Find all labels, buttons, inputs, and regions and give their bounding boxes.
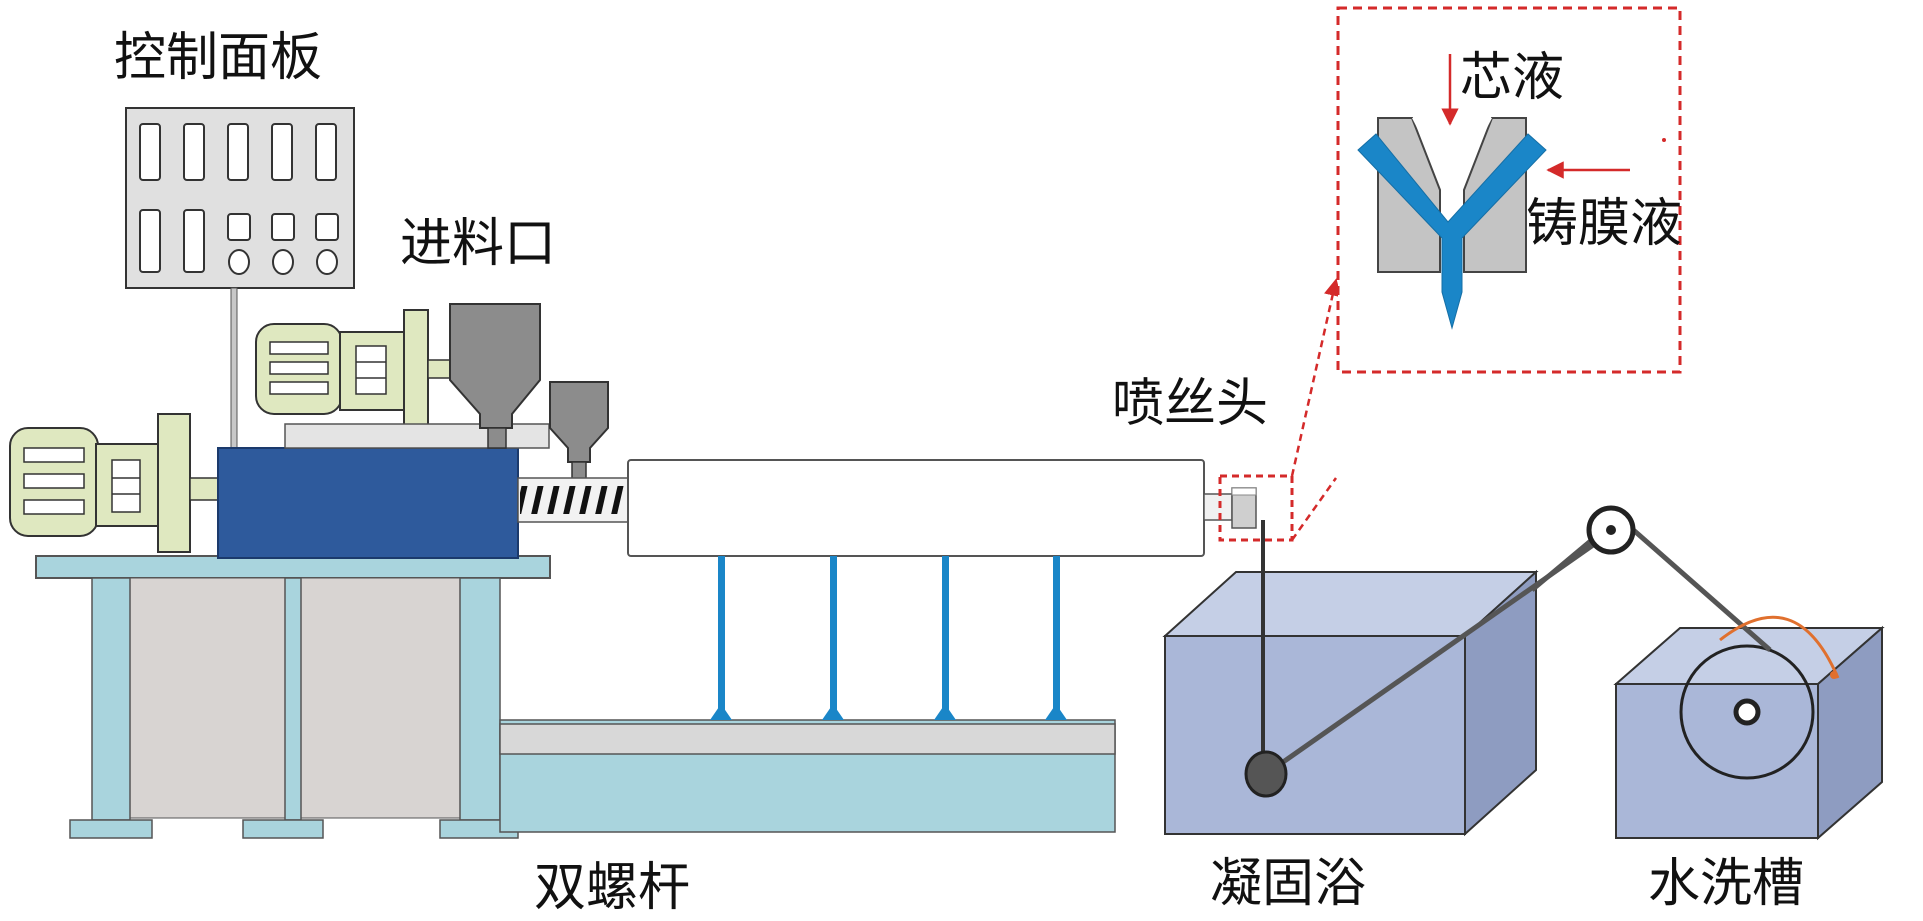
spinneret-cross-section-inset: [1336, 6, 1682, 374]
label-spinneret: 喷丝头: [1112, 374, 1269, 434]
label-casting-solution: 铸膜液: [1526, 194, 1683, 254]
label-control-panel: 控制面板: [114, 28, 323, 88]
twin-screw: [517, 477, 629, 523]
spinneret-nozzle: [1203, 474, 1294, 542]
base-table: [35, 555, 551, 839]
feed-hopper: [449, 303, 541, 449]
extrusion-barrel: [627, 459, 1205, 557]
label-feed-inlet: 进料口: [400, 214, 557, 274]
wash-tank: [1613, 625, 1885, 841]
label-core-liquid: 芯液: [1460, 48, 1565, 108]
callout-connectors: [1290, 278, 1342, 541]
guide-pulley: [1586, 505, 1636, 555]
extruder-block: [217, 447, 519, 559]
coagulation-bath-tank: [1162, 569, 1539, 837]
lower-rail: [499, 719, 1116, 833]
upper-motor: [255, 309, 455, 433]
side-feeder: [549, 381, 609, 481]
label-twin-screw: 双螺杆: [534, 858, 691, 918]
label-wash-tank: 水洗槽: [1648, 854, 1805, 914]
label-coagulation-bath: 凝固浴: [1210, 854, 1367, 914]
lower-motor: [9, 413, 219, 553]
barrel-supports: [710, 556, 1067, 720]
control-panel: [125, 107, 355, 451]
